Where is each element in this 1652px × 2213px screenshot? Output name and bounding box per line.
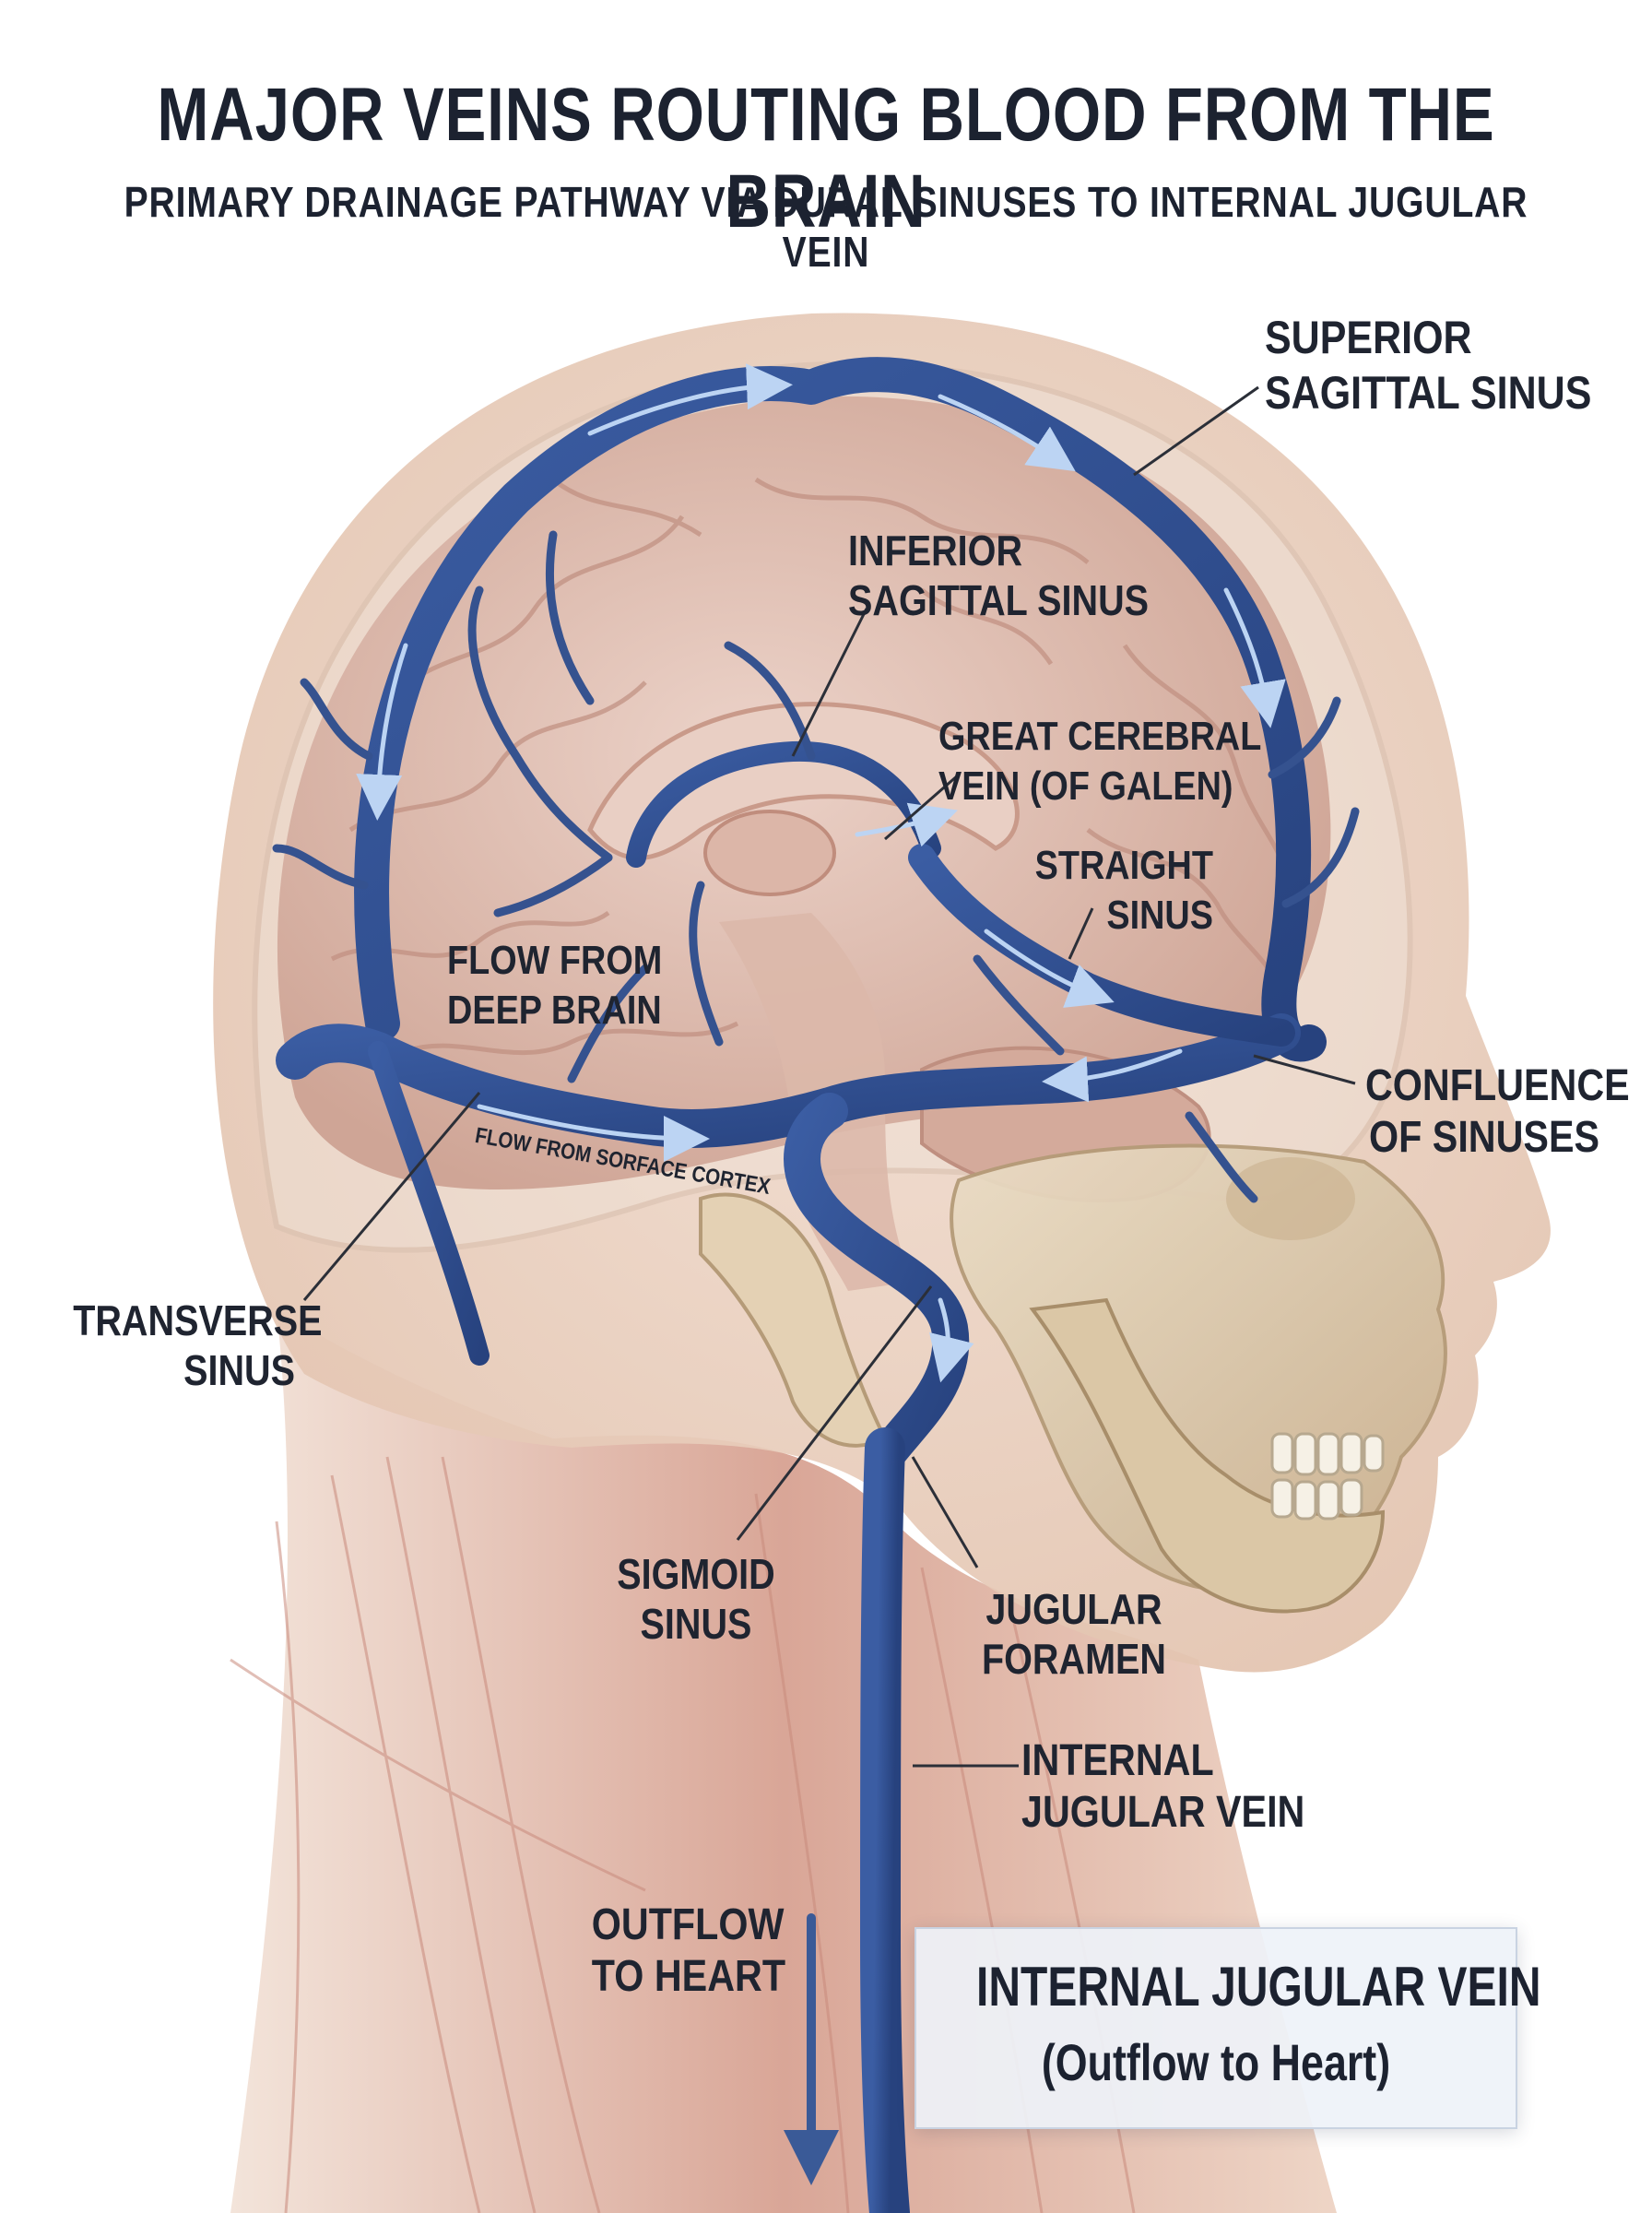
label-jugular-foramen: JUGULAR FORAMEN: [981, 1585, 1166, 1683]
thalamus: [703, 810, 836, 896]
callout-title: INTERNAL JUGULAR VEIN: [976, 1956, 1541, 2018]
neck-muscle-fibers: [230, 1456, 1136, 2213]
label-inferior-sagittal-sinus: INFERIOR SAGITTAL SINUS: [848, 527, 1150, 624]
callout-box: INTERNAL JUGULAR VEIN (Outflow to Heart): [914, 1927, 1541, 2129]
internal-jugular-vein-vessel: [860, 1427, 910, 2213]
page-title: MAJOR VEINS ROUTING BLOOD FROM THE BRAIN: [157, 73, 1495, 243]
label-transverse-sinus: TRANSVERSE SINUS: [73, 1296, 323, 1394]
superior-sagittal-sinus-vessel: [354, 357, 1327, 1062]
teeth: [1270, 1432, 1385, 1521]
label-confluence-of-sinuses: CONFLUENCE OF SINUSES: [1365, 1061, 1630, 1162]
label-straight-sinus: STRAIGHT SINUS: [1034, 843, 1213, 938]
label-internal-jugular-vein: INTERNAL JUGULAR VEIN: [1021, 1736, 1305, 1837]
label-sigmoid-sinus: SIGMOID SINUS: [617, 1550, 775, 1648]
flow-arrows: [356, 363, 1286, 1383]
callout-subtitle: (Outflow to Heart): [1041, 2033, 1391, 2091]
orbit: [1226, 1157, 1355, 1240]
label-superior-sagittal-sinus: SUPERIOR SAGITTAL SINUS: [1265, 312, 1592, 419]
label-outflow-to-heart: OUTFLOW TO HEART: [591, 1900, 786, 2001]
cortical-tributaries: [272, 530, 1360, 1203]
label-flow-deep-brain: FLOW FROM DEEP BRAIN: [447, 938, 663, 1033]
leader-lines: [302, 385, 1356, 1768]
corpus-callosum: [587, 702, 1020, 860]
occipital-vein-vessel: [368, 1041, 490, 1366]
mandible: [1029, 1297, 1386, 1614]
label-great-cerebral-vein: GREAT CEREBRAL VEIN (OF GALEN): [938, 714, 1262, 809]
venous-system: [272, 357, 1360, 2213]
sigmoid-sinus-vessel: [784, 1093, 970, 1475]
page-subtitle: PRIMARY DRAINAGE PATHWAY VIA DURAL SINUS…: [124, 178, 1528, 276]
inferior-sagittal-sinus-vessel: [626, 740, 941, 868]
